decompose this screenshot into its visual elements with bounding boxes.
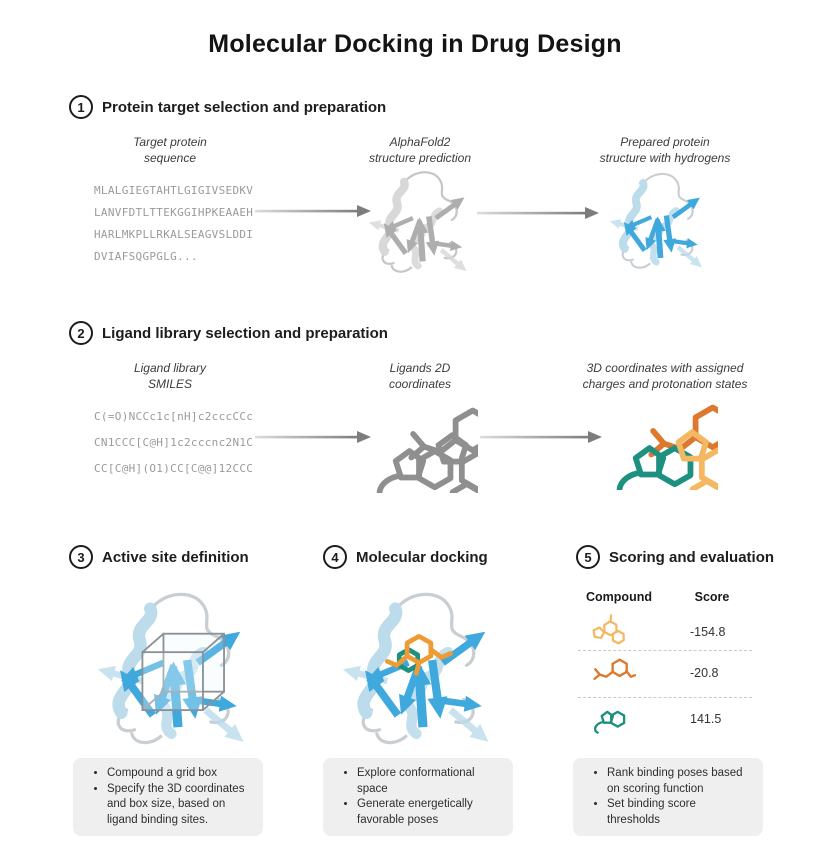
step5-number-badge: 5: [576, 545, 600, 569]
step2-header: 2 Ligand library selection and preparati…: [69, 321, 388, 345]
step1-number-badge: 1: [69, 95, 93, 119]
arrow-right-icon: [255, 205, 371, 217]
step3-number-badge: 3: [69, 545, 93, 569]
score-table-header-compound: Compound: [586, 590, 652, 604]
row-divider: [578, 697, 752, 698]
smiles-line: C(=O)NCCc1c[nH]c2cccCCc: [94, 410, 254, 423]
caption-alphafold2-prediction: AlphaFold2 structure prediction: [368, 135, 472, 165]
score-value: -20.8: [690, 666, 719, 680]
step3-heading: Active site definition: [102, 548, 249, 566]
smiles-line: CN1CCC[C@H]1c2cccnc2N1C: [94, 436, 254, 449]
score-value: -154.8: [690, 625, 726, 639]
step3-notes-box: Compound a grid box Specify the 3D coord…: [73, 758, 263, 836]
page-title: Molecular Docking in Drug Design: [208, 30, 622, 58]
score-value: 141.5: [690, 712, 722, 726]
caption-ligands-2d-coordinates: Ligands 2D coordinates: [388, 361, 452, 391]
caption-ligand-library-smiles: Ligand library SMILES: [133, 361, 207, 391]
step3-header: 3 Active site definition: [69, 545, 249, 569]
bullet-item: Set binding score thresholds: [607, 797, 753, 828]
bullet-item: Compound a grid box: [107, 766, 253, 782]
bullet-item: Generate energetically favorable poses: [357, 797, 503, 828]
step4-heading: Molecular docking: [356, 548, 488, 566]
caption-3d-coordinates-charges: 3D coordinates with assigned charges and…: [582, 361, 748, 391]
protein-sequence-line: MLALGIEGTAHTLGIGIVSEDKV: [94, 184, 254, 197]
protein-sequence-line: LANVFDTLTTEKGGIHPKEAAEH: [94, 206, 254, 219]
compound-icon-amber: [585, 614, 635, 650]
bullet-item: Specify the 3D coordinates and box size,…: [107, 782, 253, 829]
alphafold-protein-structure-icon: [367, 158, 473, 280]
caption-target-protein-sequence: Target protein sequence: [133, 135, 207, 165]
docking-protein-icon: [340, 578, 498, 750]
step5-heading: Scoring and evaluation: [609, 548, 775, 566]
step4-number-badge: 4: [323, 545, 347, 569]
arrow-right-icon: [477, 207, 599, 219]
bullet-item: Rank binding poses based on scoring func…: [607, 766, 753, 797]
compound-icon-teal: [588, 703, 634, 737]
smiles-line: CC[C@H](O1)CC[C@@]12CCC: [94, 462, 254, 475]
bullet-item: Explore conformational space: [357, 766, 503, 797]
arrow-right-icon: [480, 431, 602, 443]
row-divider: [578, 650, 752, 651]
smiles-text: C(=O)NCCc1c[nH]c2cccCCc CN1CCC[C@H]1c2cc…: [94, 404, 253, 482]
active-site-protein-icon: [95, 578, 253, 750]
grid-box-icon: [141, 632, 225, 712]
step1-header: 1 Protein target selection and preparati…: [69, 95, 386, 119]
protein-sequence-line: DVIAFSQGPGLG...: [94, 250, 198, 263]
docked-ligand-icon: [385, 633, 453, 676]
compound-icon-orange: [590, 656, 636, 690]
score-table-header-score: Score: [694, 590, 730, 604]
step2-number-badge: 2: [69, 321, 93, 345]
ligands-3d-colored-icon: [603, 390, 718, 490]
ligands-2d-gray-icon: [363, 393, 478, 493]
step5-notes-box: Rank binding poses based on scoring func…: [573, 758, 763, 836]
step4-notes-box: Explore conformational space Generate en…: [323, 758, 513, 836]
step5-header: 5 Scoring and evaluation: [576, 545, 774, 569]
step2-heading: Ligand library selection and preparation: [102, 324, 388, 342]
protein-sequence-text: MLALGIEGTAHTLGIGIVSEDKV LANVFDTLTTEKGGIH…: [94, 180, 253, 268]
step4-header: 4 Molecular docking: [323, 545, 488, 569]
prepared-protein-structure-icon: [608, 160, 708, 276]
protein-sequence-line: HARLMKPLLRKALSEAGVSLDDI: [94, 228, 254, 241]
arrow-right-icon: [255, 431, 371, 443]
step1-heading: Protein target selection and preparation: [102, 98, 387, 116]
caption-prepared-protein: Prepared protein structure with hydrogen…: [599, 135, 731, 165]
